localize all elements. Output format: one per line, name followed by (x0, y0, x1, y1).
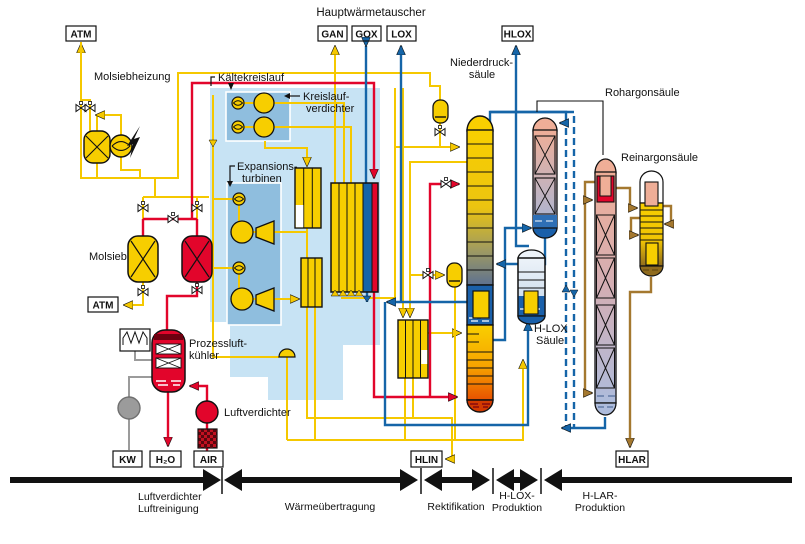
electric-heater-icon (127, 126, 140, 158)
svg-text:LOX: LOX (391, 30, 412, 41)
rohargonsaeule-column-2 (594, 158, 617, 416)
label-niederdrucksaeule-2: säule (469, 69, 495, 81)
yellow-pipes (81, 42, 523, 459)
molsieb-adsorber-a (127, 235, 159, 283)
kreislaufverdichter-machines (231, 92, 275, 138)
tag-hlin: HLIN (410, 450, 443, 468)
prozessluftkuehler-vessel (151, 329, 186, 393)
recycle-heat-exchanger-1 (294, 167, 322, 229)
molsieb-adsorber-b (181, 235, 213, 283)
zone-label-luftverdichter: Luftverdichter (138, 491, 202, 503)
zone-label-waermeuebertragung: Wärmeübertragung (285, 501, 376, 513)
tag-kw: KW (112, 450, 143, 468)
hauptwaermetauscher-block (330, 182, 379, 293)
separator-dome (278, 348, 296, 358)
zone-label-hlar-produktion-1: H-LAR- (582, 490, 618, 502)
heater-blower (109, 134, 133, 158)
tag-lox: LOX (386, 25, 417, 42)
flow-arrows (208, 83, 579, 303)
label-kreislaufverdichter-1: Kreislauf- (303, 91, 350, 103)
label-molsiebheizung: Molsiebheizung (94, 71, 170, 83)
tag-gan: GAN (317, 25, 348, 42)
zone-label-rektifikation: Rektifikation (427, 501, 484, 513)
svg-text:ATM: ATM (93, 301, 114, 312)
label-hlox-saeule-1: H-LOX (534, 323, 568, 335)
zone-label-hlox-produktion-2: Produktion (492, 502, 542, 514)
svg-text:ATM: ATM (71, 30, 92, 41)
label-kreislaufverdichter-2: verdichter (306, 103, 355, 115)
reinargon-condenser (644, 181, 659, 207)
main-condenser (472, 290, 490, 319)
blue-pipes (366, 46, 607, 428)
separator-pot-mid (446, 262, 463, 288)
separator-pot-top (432, 99, 449, 124)
brown-pipes (585, 180, 671, 447)
reinargonsaeule-column (639, 170, 664, 277)
rohargonsaeule-column-1 (532, 117, 558, 239)
tag-atm-left: ATM (87, 296, 119, 313)
subcooler-block (397, 319, 429, 379)
gray-pipes (128, 351, 152, 450)
label-luftverdichter: Luftverdichter (224, 407, 291, 419)
cooling-water-pump (117, 396, 141, 420)
tags: ATM GAN GOX LOX HLOX ATM KW H₂O AIR HLIN… (65, 25, 649, 468)
tag-hlar: HLAR (615, 450, 649, 468)
recycle-heat-exchanger-2 (300, 257, 323, 308)
svg-text:H₂O: H₂O (156, 455, 176, 466)
zone-label-hlar-produktion-2: Produktion (575, 502, 625, 514)
tag-hlox: HLOX (501, 25, 534, 42)
labels: Hauptwärmetauscher Molsiebheizung Kältek… (89, 7, 698, 419)
tag-atm-top: ATM (65, 25, 97, 42)
expansionsturbinen-machines (230, 192, 275, 312)
svg-text:HLAR: HLAR (618, 455, 647, 466)
tag-air: AIR (193, 450, 224, 468)
air-filter (197, 428, 218, 449)
label-rohargonsaeule: Rohargonsäule (605, 87, 680, 99)
svg-text:GOX: GOX (355, 30, 378, 41)
zone-band: Luftverdichter Luftreinigung Wärmeübertr… (10, 468, 792, 515)
svg-text:AIR: AIR (200, 455, 218, 466)
coldbox-background (210, 88, 380, 400)
svg-text:GAN: GAN (321, 30, 343, 41)
label-niederdrucksaeule-1: Niederdruck- (450, 57, 513, 69)
label-expansionsturbinen-2: turbinen (242, 173, 282, 185)
cooling-water-coil (119, 328, 151, 352)
niederdrucksaeule-column (466, 115, 494, 413)
zone-label-luftreinigung: Luftreinigung (138, 503, 199, 515)
label-prozessluftkuehler-2: kühler (189, 350, 219, 362)
tag-h2o: H₂O (149, 450, 182, 468)
label-hlox-saeule-2: Säule (536, 335, 564, 347)
svg-text:HLIN: HLIN (415, 455, 438, 466)
red-pipes (141, 81, 459, 451)
hlox-column (517, 249, 546, 325)
label-molsieb: Molsieb (89, 251, 127, 263)
label-expansionsturbinen-1: Expansions- (237, 161, 298, 173)
luftverdichter-compressor (195, 400, 219, 424)
molsiebheizung-heater (83, 126, 140, 164)
tag-gox: GOX (351, 25, 382, 42)
label-kaeltekreislauf: Kältekreislauf (218, 72, 285, 84)
label-hauptwaermetauscher: Hauptwärmetauscher (316, 7, 425, 19)
label-reinargonsaeule: Reinargonsäule (621, 152, 698, 164)
svg-text:HLOX: HLOX (504, 30, 532, 41)
label-prozessluftkuehler-1: Prozessluft- (189, 338, 247, 350)
zone-label-hlox-produktion-1: H-LOX- (499, 490, 535, 502)
svg-text:KW: KW (119, 455, 136, 466)
